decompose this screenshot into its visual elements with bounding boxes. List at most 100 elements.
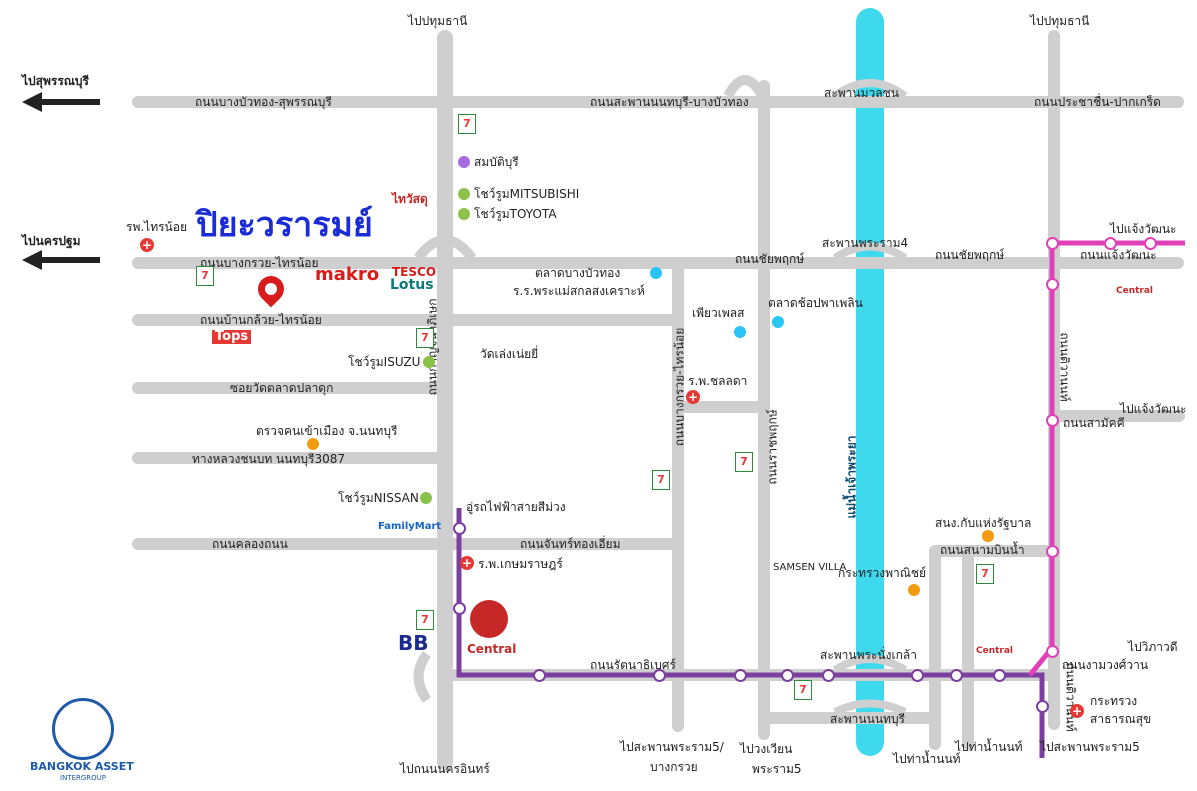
bridge-arc-1	[832, 79, 908, 100]
poi-dot	[982, 530, 994, 542]
river-label: แม่น้ำเจ้าพระยา	[844, 435, 859, 519]
hospital-icon: +	[460, 556, 474, 570]
road-label: ถนนงามวงศ์วาน	[1062, 658, 1149, 672]
dir-nakhonpathom: ไปนครปฐม	[22, 234, 81, 248]
place-label: ไทวัสดุ	[392, 192, 428, 206]
poi-dot	[458, 188, 470, 200]
road-bang-bua-thong	[132, 96, 1184, 108]
dir-suphanburi: ไปสุพรรณบุรี	[22, 74, 89, 88]
central-logo: Central	[1116, 286, 1154, 296]
pink-station	[1144, 237, 1157, 250]
poi-dot	[458, 156, 470, 168]
project-title: ปิยะวรารมย์	[196, 205, 373, 245]
road-soi-wat	[132, 382, 447, 394]
seven-eleven-icon: 7	[458, 114, 476, 134]
pink-station	[1046, 414, 1059, 427]
purple-station	[533, 669, 546, 682]
central-flower-icon	[470, 600, 508, 638]
company-logo-icon	[52, 698, 114, 760]
dir-pathum-right: ไปปทุมธานี	[1030, 14, 1090, 28]
dir-wongwian-l1: ไปวงเวียน	[740, 742, 793, 756]
place-label: โชว์รูมNISSAN	[338, 491, 419, 505]
road-samakkhi	[1055, 410, 1185, 422]
road-ratchaphruek	[758, 80, 770, 740]
dir-wongwian-l2: พระราม5	[752, 762, 802, 776]
road-label: ซอยวัดตลาดปลาดุก	[230, 381, 334, 395]
bridge-label: สะพานพระนั่งเกล้า	[820, 648, 917, 662]
road-label: ถนนสะพานนนทบุรี-บางบัวทอง	[590, 95, 749, 109]
arrow-left-2	[22, 250, 100, 270]
dir-rama5-right: ไปสะพานพระราม5	[1040, 740, 1140, 754]
arrow-left-1	[22, 92, 100, 112]
bridge-label: สะพานพระราม4	[822, 236, 909, 250]
pink-station	[1046, 645, 1059, 658]
purple-station	[781, 669, 794, 682]
place-label: โชว์รูมTOYOTA	[474, 207, 557, 221]
bridge-arc-4	[833, 699, 907, 716]
road-tiwanon-left	[929, 545, 941, 750]
road-chan-thong	[447, 538, 682, 550]
dir-nakhon-in: ไปถนนนครอินทร์	[400, 762, 490, 776]
road-chonlada	[677, 401, 762, 413]
roundabout-top	[723, 75, 767, 99]
purple-station	[653, 669, 666, 682]
pink-station	[1046, 545, 1059, 558]
road-label-vertical: ถนนบางกรวย-ไทรน้อย	[672, 327, 687, 447]
poi-dot	[420, 492, 432, 504]
central-logo: Central	[976, 646, 1014, 656]
familymart-logo: FamilyMart	[378, 521, 442, 532]
road-label: ถนนสนามบินน้ำ	[940, 543, 1025, 557]
road-label: ถนนประชาชื่น-ปากเกร็ด	[1034, 95, 1161, 109]
place-label: สนง.กับแห่งรัฐบาล	[935, 516, 1032, 530]
road-sanam-bin	[930, 545, 1055, 557]
company-name: BANGKOK ASSET	[30, 760, 134, 773]
place-label: ร.ร.พระแม่สกลสงเคราะห์	[513, 284, 645, 298]
place-label: โชว์รูมMITSUBISHI	[474, 187, 580, 201]
place-label: สาธารณสุข	[1090, 712, 1152, 726]
river	[856, 8, 884, 756]
hospital-icon: +	[140, 238, 154, 252]
place-label: กระทรวง	[1090, 694, 1138, 708]
purple-station	[822, 669, 835, 682]
pink-station	[1104, 237, 1117, 250]
purple-station	[993, 669, 1006, 682]
roundabout-low	[413, 650, 432, 703]
road-nonthaburi-br	[760, 712, 940, 724]
place-label: ร.พ.ชลลดา	[688, 374, 748, 388]
bridge-arc-3	[832, 655, 908, 674]
tops-logo: Tops	[212, 330, 252, 344]
dir-rama5-l1: ไปสะพานพระราม5/	[620, 740, 724, 754]
place-label: กระทรวงพาณิชย์	[838, 566, 927, 580]
dir-pathum-left: ไปปทุมธานี	[408, 14, 468, 28]
road-label-vertical: ถนนติวานนท์	[1057, 332, 1072, 402]
seven-eleven-icon: 7	[416, 610, 434, 630]
road-label-vertical: ถนนติวานนท์	[1063, 662, 1078, 732]
poi-dot	[307, 438, 319, 450]
road-label: ทางหลวงชนบท นนทบุรี3087	[192, 452, 345, 466]
pink-line	[1028, 240, 1185, 677]
company-sub: INTERGROUP	[60, 774, 107, 782]
place-label: เพียวเพลส	[692, 306, 745, 320]
roundabout-mid	[414, 235, 476, 262]
poi-dot	[650, 267, 662, 279]
road-label: ถนนแจ้งวัฒนะ	[1080, 248, 1157, 262]
lotus-logo: Lotus	[390, 277, 434, 293]
dir-chaeng-2: ไปแจ้งวัฒนะ	[1120, 402, 1187, 416]
seven-eleven-icon: 7	[735, 452, 753, 472]
road-label: ถนนบางกรวย-ไทรน้อย	[200, 256, 319, 270]
road-tiwanon-right	[962, 545, 974, 750]
road-label-vertical: ถนนราชพฤกษ์	[765, 409, 780, 485]
dir-vibhavadi: ไปวิภาวดี	[1128, 640, 1178, 654]
purple-station	[734, 669, 747, 682]
road-label: ถนนจันทร์ทองเอี่ยม	[520, 537, 621, 551]
place-label: วัดเล่งเน่ยยี่	[480, 347, 539, 361]
place-label: อู่รถไฟฟ้าสายสีม่วง	[466, 500, 566, 514]
road-label: ถนนชัยพฤกษ์	[735, 252, 805, 266]
bb-logo: BB	[398, 631, 429, 655]
dir-tha-nam-1: ไปท่าน้ำนนท์	[893, 752, 961, 766]
seven-eleven-icon: 7	[976, 564, 994, 584]
seven-eleven-icon: 7	[652, 470, 670, 490]
dir-chaeng-1: ไปแจ้งวัฒนะ	[1110, 222, 1177, 236]
poi-dot	[908, 584, 920, 596]
